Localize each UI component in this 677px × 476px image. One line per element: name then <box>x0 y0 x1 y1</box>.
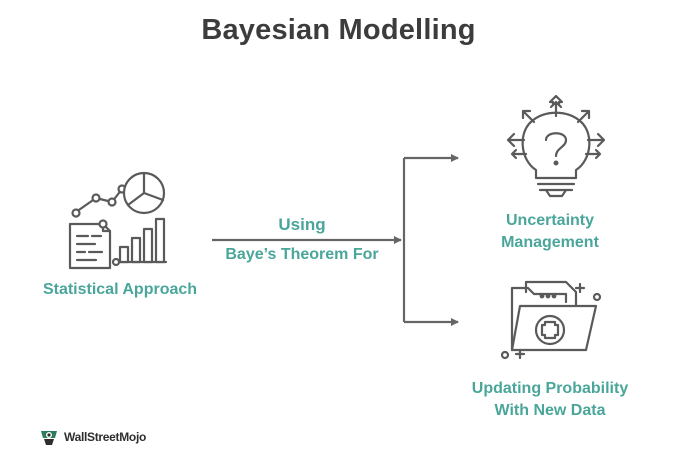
updating-label-line2: With New Data <box>494 402 606 419</box>
question-lightbulb-icon <box>506 94 606 198</box>
uncertainty-label-line1: Uncertainty <box>505 212 595 229</box>
logo-text: WallStreetMojo <box>64 430 147 444</box>
source-node-label: Statistical Approach <box>42 281 198 298</box>
uncertainty-management-label: Uncertainty Management <box>455 210 645 254</box>
wallstreetmojo-logo[interactable]: WallStreetMojo <box>38 428 146 446</box>
updating-probability-label: Updating Probability With New Data <box>440 378 660 422</box>
connector-label-theorem: Baye’s Theorem For <box>225 246 379 263</box>
uncertainty-label-line2: Management <box>501 234 599 251</box>
connector-label-using: Using <box>278 215 326 234</box>
connector-lines <box>212 154 459 326</box>
wallstreetmojo-logo-icon <box>41 431 57 445</box>
report-analytics-icon <box>68 171 168 270</box>
medical-folder-icon <box>500 280 602 360</box>
updating-label-line1: Updating Probability <box>471 380 629 397</box>
diagram-title: Bayesian Modelling <box>201 14 476 46</box>
